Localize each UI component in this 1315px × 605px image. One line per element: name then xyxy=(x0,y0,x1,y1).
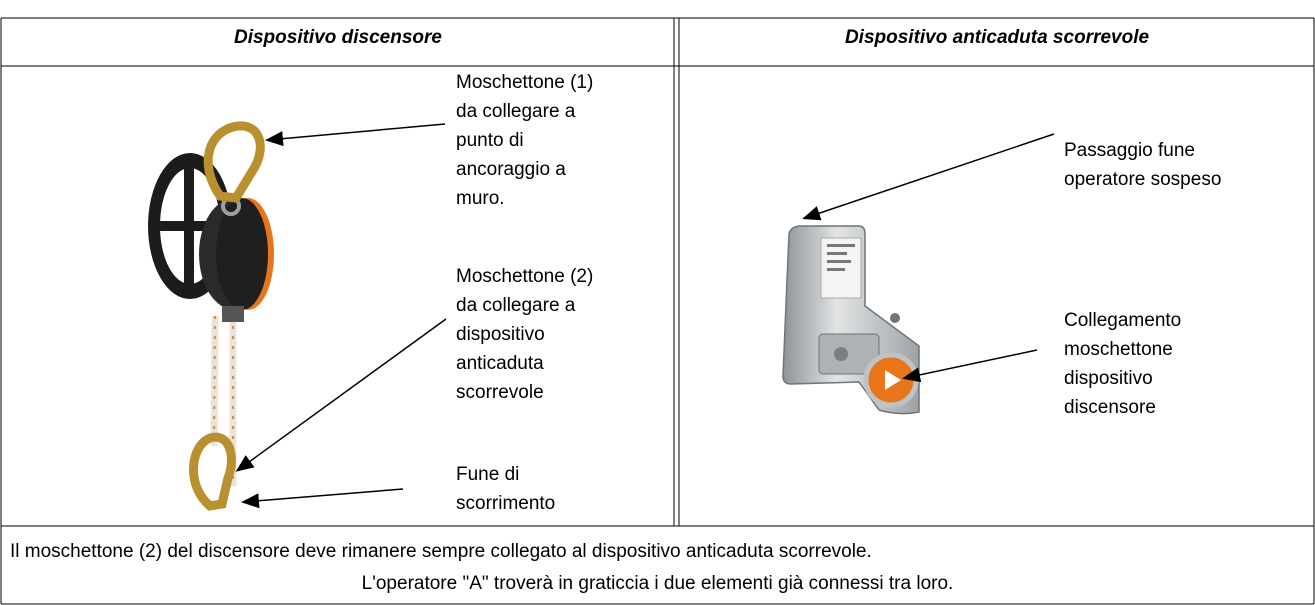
fall-arrester-image xyxy=(782,133,1055,415)
footer-line-2: L'operatore "A" troverà in graticcia i d… xyxy=(361,573,954,594)
label-carabiner-2: Moschettone (2) da collegare a dispositi… xyxy=(456,266,594,403)
label-carabiner-1: Moschettone (1) da collegare a punto di … xyxy=(456,72,594,209)
footer-line-1: Il moschettone (2) del discensore deve r… xyxy=(10,541,872,562)
label-rope-passage: Passaggio fune operatore sospeso xyxy=(1064,140,1222,190)
column-header-discensore: Dispositivo discensore xyxy=(233,27,442,48)
label-carabiner-link: Collegamento moschettone dispositivo dis… xyxy=(1064,310,1182,418)
column-header-anticaduta: Dispositivo anticaduta scorrevole xyxy=(844,27,1150,48)
descender-device-image xyxy=(148,121,447,511)
label-rope: Fune di scorrimento xyxy=(456,464,556,514)
